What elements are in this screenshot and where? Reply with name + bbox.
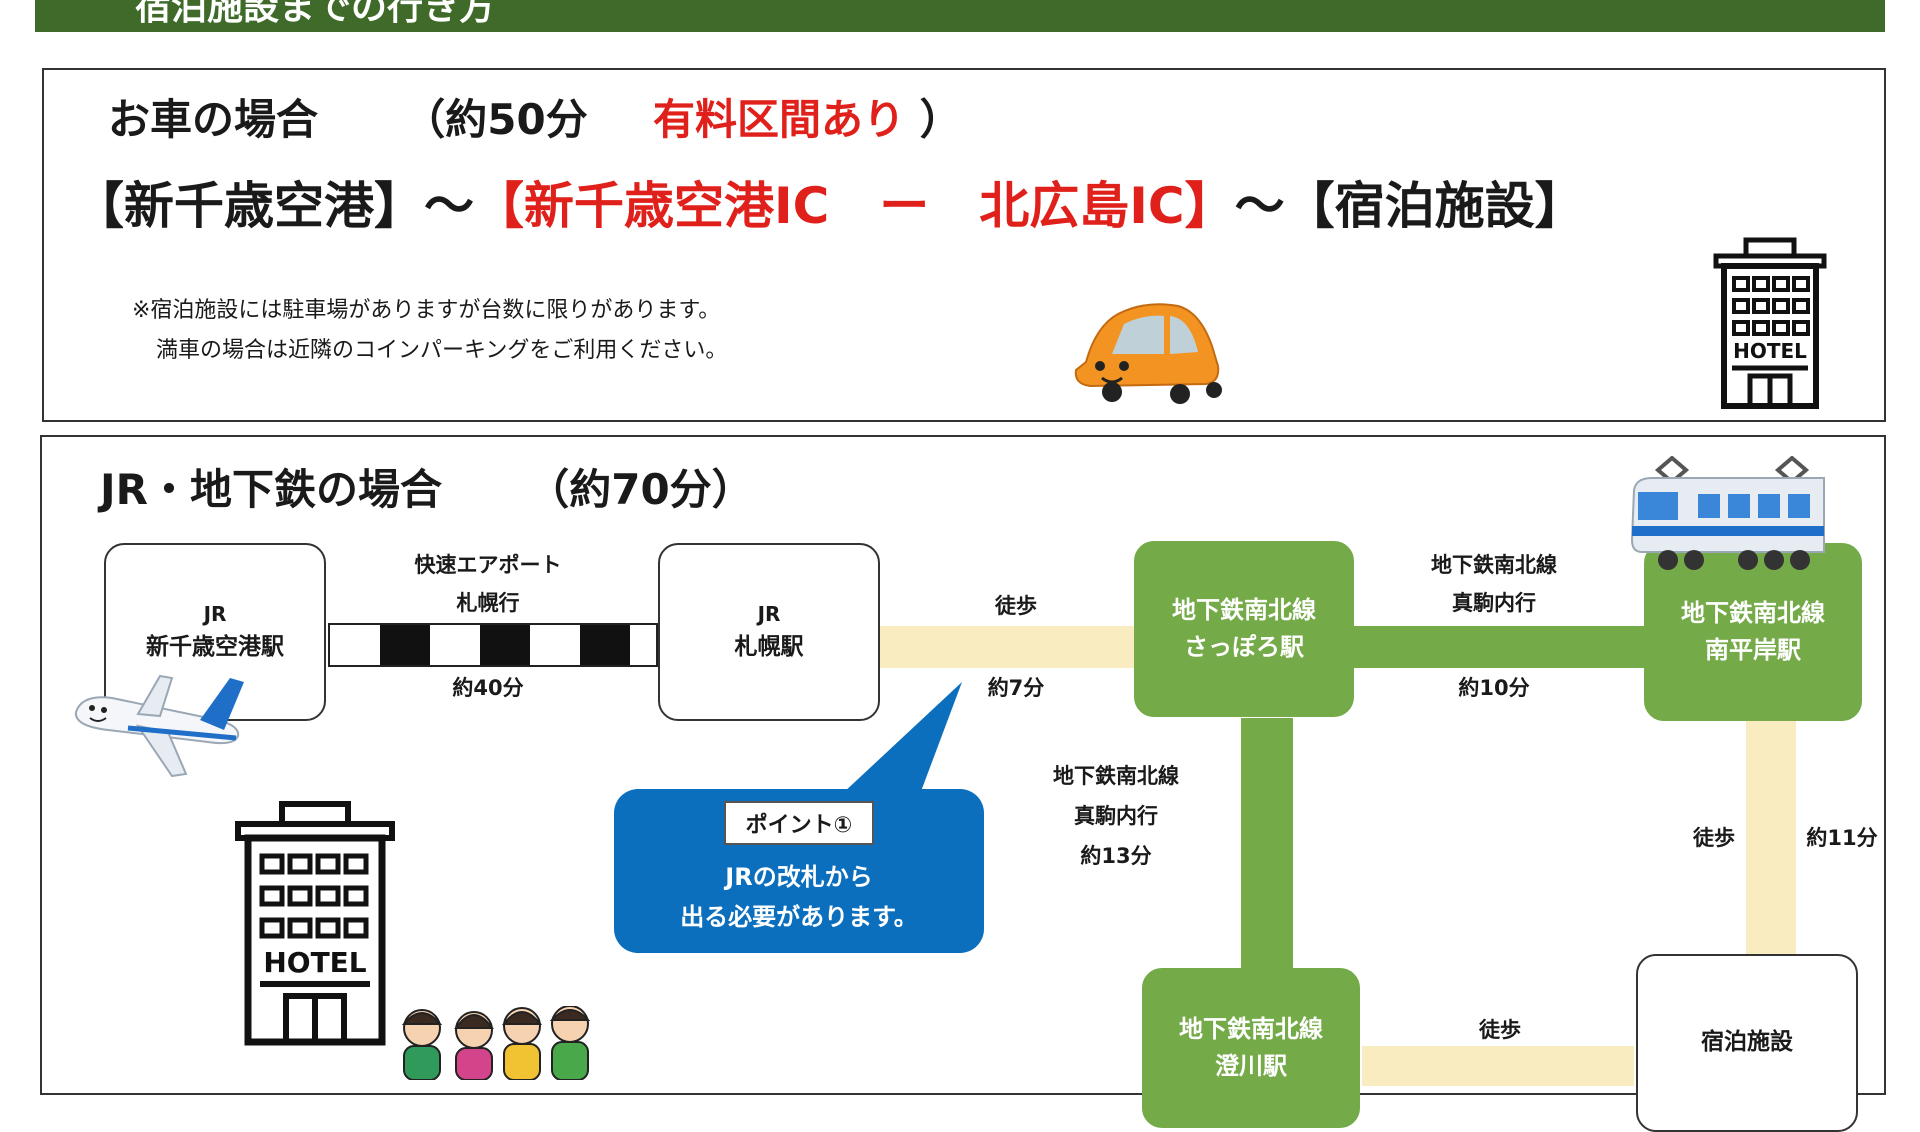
- walk2-label: 徒歩: [1693, 826, 1735, 850]
- subway2-direction: 真駒内行: [1074, 804, 1158, 828]
- subway1-line-name: 地下鉄南北線: [1431, 553, 1557, 577]
- rapid-airport-label: 快速エアポート 札幌行: [388, 546, 588, 622]
- station-minami-hiragishi: 地下鉄南北線 南平岸駅: [1644, 543, 1862, 721]
- hotel-sign-text: HOTEL: [263, 946, 366, 979]
- point-text-2: 出る必要があります。: [680, 903, 918, 931]
- train-heading: JR・地下鉄の場合 （約70分）: [100, 456, 754, 517]
- hotel-sign-text: HOTEL: [1733, 339, 1807, 363]
- station-hotel: 宿泊施設: [1636, 954, 1858, 1132]
- route-toll-section: 【新千歳空港IC ー 北広島IC】: [474, 177, 1235, 235]
- bubble-pointer: [842, 682, 962, 794]
- walk-connector-2: [1746, 718, 1796, 954]
- parking-note-2: 満車の場合は近隣のコインパーキングをご利用ください。: [156, 338, 728, 363]
- walk1-time: 約7分: [987, 676, 1045, 700]
- point-text-1: JRの改札から: [725, 863, 873, 891]
- rapid-airport-track: [328, 623, 658, 667]
- walk1-label: 徒歩: [995, 594, 1037, 618]
- walk2-time: 約11分: [1806, 826, 1878, 850]
- point-callout: ポイント① JRの改札から 出る必要があります。: [614, 789, 984, 953]
- subway-connector-2: [1241, 718, 1293, 968]
- car-heading: お車の場合 （約50分 有料区間あり ）: [108, 86, 962, 147]
- station-sumikawa: 地下鉄南北線 澄川駅: [1142, 968, 1360, 1128]
- station-line-label: 地下鉄南北線: [1172, 595, 1316, 624]
- point-tag: ポイント①: [723, 801, 875, 845]
- station-sapporo-subway: 地下鉄南北線 さっぽろ駅: [1134, 541, 1354, 717]
- toll-note: 有料区間あり: [652, 95, 905, 144]
- walk-connector-1: [880, 626, 1134, 668]
- station-name: 澄川駅: [1215, 1052, 1287, 1080]
- subway2-line-name: 地下鉄南北線: [1053, 764, 1179, 788]
- airplane-icon: [74, 674, 244, 778]
- rapid-direction: 札幌行: [456, 591, 520, 615]
- route-start: 【新千歳空港】～: [74, 177, 474, 235]
- car-icon: [1074, 303, 1222, 404]
- subway1-direction: 真駒内行: [1452, 591, 1536, 615]
- station-line-label: 地下鉄南北線: [1681, 598, 1825, 627]
- train-heading-label: JR・地下鉄の場合: [100, 465, 442, 514]
- station-name: 南平岸駅: [1705, 636, 1801, 664]
- station-sapporo-jr: JR 札幌駅: [658, 543, 880, 721]
- subway1-time: 約10分: [1458, 676, 1530, 700]
- car-route: 【新千歳空港】～【新千歳空港IC ー 北広島IC】～【宿泊施設】: [74, 166, 1585, 238]
- hotel-icon: HOTEL: [1713, 237, 1827, 409]
- header-title: 宿泊施設までの行き方: [135, 0, 496, 28]
- car-heading-label: お車の場合: [108, 95, 319, 144]
- train-icon: [1630, 456, 1825, 570]
- route-end: ～【宿泊施設】: [1234, 177, 1585, 235]
- station-name: 札幌駅: [734, 633, 804, 660]
- walk3-label: 徒歩: [1479, 1018, 1521, 1042]
- subway-connector-1: [1354, 626, 1644, 668]
- car-close-paren: ）: [919, 95, 962, 144]
- rapid-line-name: 快速エアポート: [414, 553, 562, 577]
- people-icon: [401, 1006, 591, 1080]
- station-name: さっぽろ駅: [1184, 633, 1304, 661]
- parking-note-1: ※宿泊施設には駐車場がありますが台数に限りがあります。: [132, 298, 721, 323]
- car-panel: [42, 68, 1886, 422]
- station-line-label: JR: [203, 601, 227, 626]
- station-line-label: 地下鉄南北線: [1179, 1014, 1323, 1043]
- rapid-time: 約40分: [452, 676, 524, 700]
- subway1-label: 地下鉄南北線 真駒内行: [1394, 546, 1594, 622]
- station-name: 新千歳空港駅: [146, 633, 284, 660]
- station-line-label: JR: [757, 601, 781, 626]
- subway2-time: 約13分: [1080, 844, 1152, 868]
- train-duration: （約70分）: [527, 465, 754, 514]
- hotel-icon: HOTEL: [235, 801, 395, 1046]
- walk-connector-3: [1362, 1046, 1634, 1086]
- station-name: 宿泊施設: [1701, 1029, 1793, 1056]
- subway2-label: 地下鉄南北線 真駒内行 約13分: [1016, 756, 1216, 876]
- header-bar: 宿泊施設までの行き方: [35, 0, 1885, 32]
- car-duration: （約50分: [403, 95, 588, 144]
